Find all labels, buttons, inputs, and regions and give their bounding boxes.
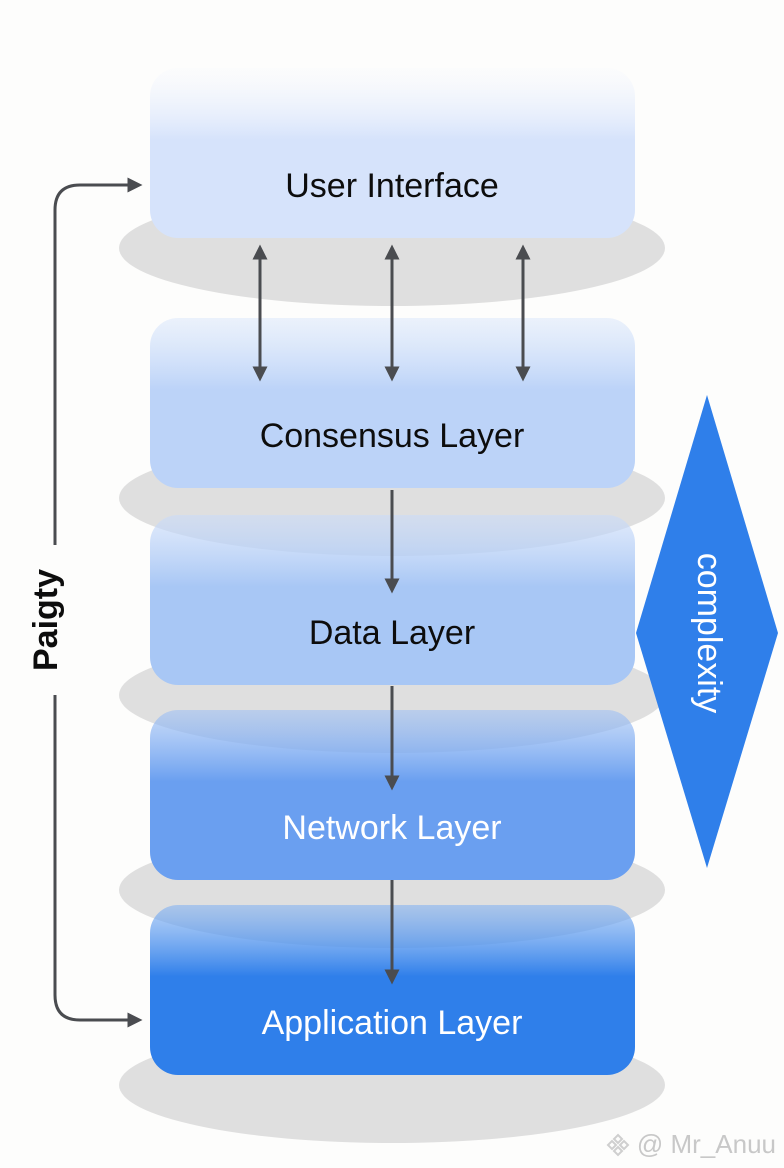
layer-consensus: [150, 318, 635, 488]
bracket-line-top: [53, 177, 143, 545]
layer-label-application: Application Layer: [262, 1004, 523, 1042]
layer-network: [150, 710, 635, 880]
complexity-label: complexity: [690, 553, 728, 714]
layer-label-consensus: Consensus Layer: [260, 417, 525, 455]
watermark: @ Mr_Anuu: [605, 1129, 776, 1160]
bracket-label: Paigty: [27, 569, 65, 671]
layer-data: [150, 515, 635, 685]
layer-user-interface: [150, 68, 635, 238]
bracket-line-bottom: [53, 695, 143, 1028]
layer-label-data: Data Layer: [309, 614, 475, 652]
complexity-indicator: complexity: [636, 395, 778, 868]
watermark-text: @ Mr_Anuu: [636, 1129, 776, 1159]
left-bracket: Paigty: [27, 177, 143, 1028]
connection-arrows: [252, 244, 531, 985]
layer-label-user-interface: User Interface: [285, 167, 499, 205]
complexity-diamond: [636, 395, 778, 868]
layer-application: [150, 905, 635, 1075]
binance-logo-icon: [606, 1133, 630, 1156]
layer-label-network: Network Layer: [282, 809, 501, 847]
